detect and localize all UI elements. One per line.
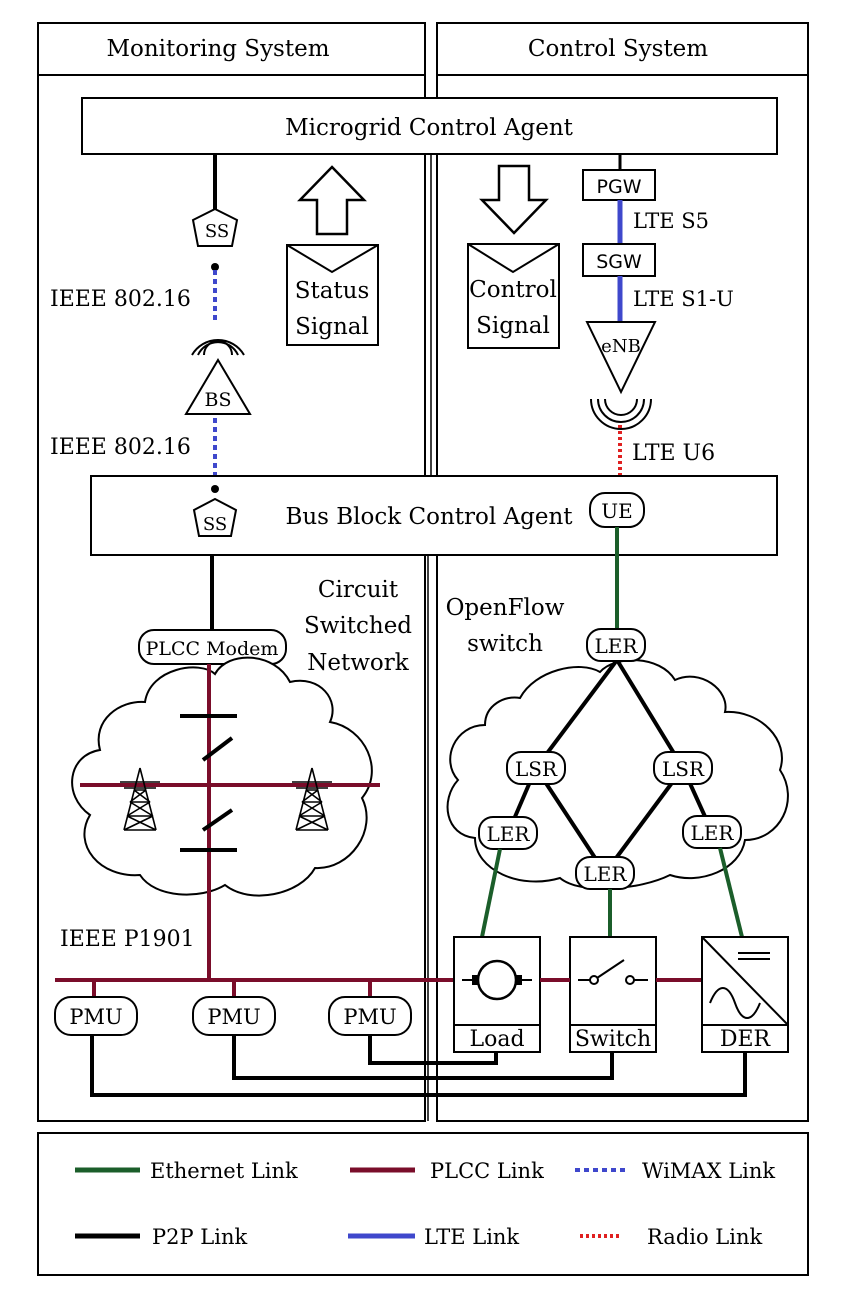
plcc-modem-label: PLCC Modem bbox=[146, 638, 279, 660]
lte-u6-label: LTE U6 bbox=[632, 441, 715, 466]
pmu-1-box bbox=[54, 996, 138, 1036]
openflow-label-line2: switch bbox=[467, 631, 543, 657]
sgw-label: SGW bbox=[596, 251, 642, 273]
legend-radio-label: Radio Link bbox=[647, 1225, 762, 1249]
microgrid-control-agent bbox=[81, 97, 778, 155]
legend-box bbox=[37, 1132, 809, 1276]
control-signal-envelope bbox=[467, 243, 560, 349]
der-label: DER bbox=[720, 1027, 772, 1052]
control-system-title: Control System bbox=[528, 36, 708, 62]
ler-top-label: LER bbox=[595, 634, 639, 658]
lsr-left-label: LSR bbox=[515, 757, 558, 781]
bs-antenna-icon bbox=[191, 338, 245, 356]
lsr-right-label: LSR bbox=[662, 757, 705, 781]
legend-ethernet-label: Ethernet Link bbox=[150, 1159, 298, 1183]
lsr-right-box bbox=[653, 751, 713, 785]
ler-middle-box bbox=[575, 856, 635, 890]
ss-top-icon bbox=[191, 207, 239, 247]
status-signal-label-line2: Signal bbox=[295, 314, 369, 340]
control-signal-label-line1: Control bbox=[469, 277, 557, 303]
ethernet-link-ler-der bbox=[718, 847, 744, 938]
control-signal-label-line2: Signal bbox=[476, 313, 550, 339]
motor-icon bbox=[476, 959, 518, 1001]
p2p-link-pmu2-switch bbox=[232, 1035, 614, 1080]
ieee-p1901-label: IEEE P1901 bbox=[60, 927, 195, 952]
pmu-3-label: PMU bbox=[343, 1005, 396, 1029]
circuit-network-label-line3: Network bbox=[307, 650, 410, 676]
wimax-link-label-1: IEEE 802.16 bbox=[50, 287, 191, 312]
load-label: Load bbox=[469, 1027, 524, 1052]
enb-icon bbox=[585, 321, 657, 395]
legend-wimax-label: WiMAX Link bbox=[642, 1159, 775, 1183]
ethernet-link-ler-load bbox=[480, 848, 502, 938]
switch-icon bbox=[596, 959, 625, 979]
legend-p2p-label: P2P Link bbox=[152, 1225, 247, 1249]
ss-bottom-label: SS bbox=[203, 514, 227, 535]
sgw-box bbox=[582, 243, 656, 277]
openflow-label-line1: OpenFlow bbox=[446, 595, 565, 621]
ler-left-label: LER bbox=[487, 822, 531, 846]
bs-icon bbox=[184, 358, 252, 415]
switch-device bbox=[569, 936, 657, 1053]
pgw-label: PGW bbox=[597, 176, 642, 198]
der-device bbox=[701, 936, 789, 1053]
circuit-network-label-line1: Circuit bbox=[318, 577, 399, 603]
legend-lte-label: LTE Link bbox=[424, 1225, 519, 1249]
status-up-arrow-icon bbox=[297, 165, 367, 236]
lte-s1u-label: LTE S1-U bbox=[633, 287, 734, 311]
monitoring-panel bbox=[37, 22, 426, 1122]
status-signal-label-line1: Status bbox=[295, 278, 370, 304]
monitoring-system-title: Monitoring System bbox=[106, 36, 329, 62]
legend-plcc-label: PLCC Link bbox=[430, 1159, 544, 1183]
p2p-link-pmu1-der bbox=[90, 1035, 747, 1097]
circuit-switched-cloud bbox=[71, 656, 373, 897]
control-down-arrow-icon bbox=[479, 164, 549, 235]
switch-label: Switch bbox=[575, 1027, 651, 1052]
enb-antenna-icon bbox=[590, 398, 652, 430]
p2p-link-pmu3-load bbox=[368, 1035, 498, 1065]
pmu-2-label: PMU bbox=[207, 1005, 260, 1029]
ue-label: UE bbox=[601, 499, 632, 523]
ler-middle-label: LER bbox=[584, 862, 628, 886]
bus-block-control-agent-label: Bus Block Control Agent bbox=[285, 504, 573, 530]
ac-sine-icon bbox=[709, 987, 761, 1019]
plcc-modem-box bbox=[138, 629, 287, 665]
ler-right-label: LER bbox=[691, 821, 735, 845]
pmu-1-label: PMU bbox=[69, 1005, 122, 1029]
lte-s5-label: LTE S5 bbox=[633, 209, 709, 233]
control-panel bbox=[436, 22, 809, 1122]
enb-label: eNB bbox=[601, 336, 641, 357]
microgrid-control-agent-label: Microgrid Control Agent bbox=[285, 115, 574, 141]
ler-top-box bbox=[586, 628, 646, 662]
ler-left-box bbox=[478, 816, 538, 850]
ler-right-box bbox=[682, 815, 742, 849]
wimax-link-label-2: IEEE 802.16 bbox=[50, 435, 191, 460]
status-signal-envelope bbox=[286, 244, 379, 346]
lsr-left-box bbox=[506, 751, 566, 785]
ss-bottom-icon bbox=[192, 497, 238, 537]
bs-label: BS bbox=[205, 389, 232, 411]
circuit-network-label-line2: Switched bbox=[304, 613, 412, 639]
ss-top-label: SS bbox=[205, 221, 229, 242]
